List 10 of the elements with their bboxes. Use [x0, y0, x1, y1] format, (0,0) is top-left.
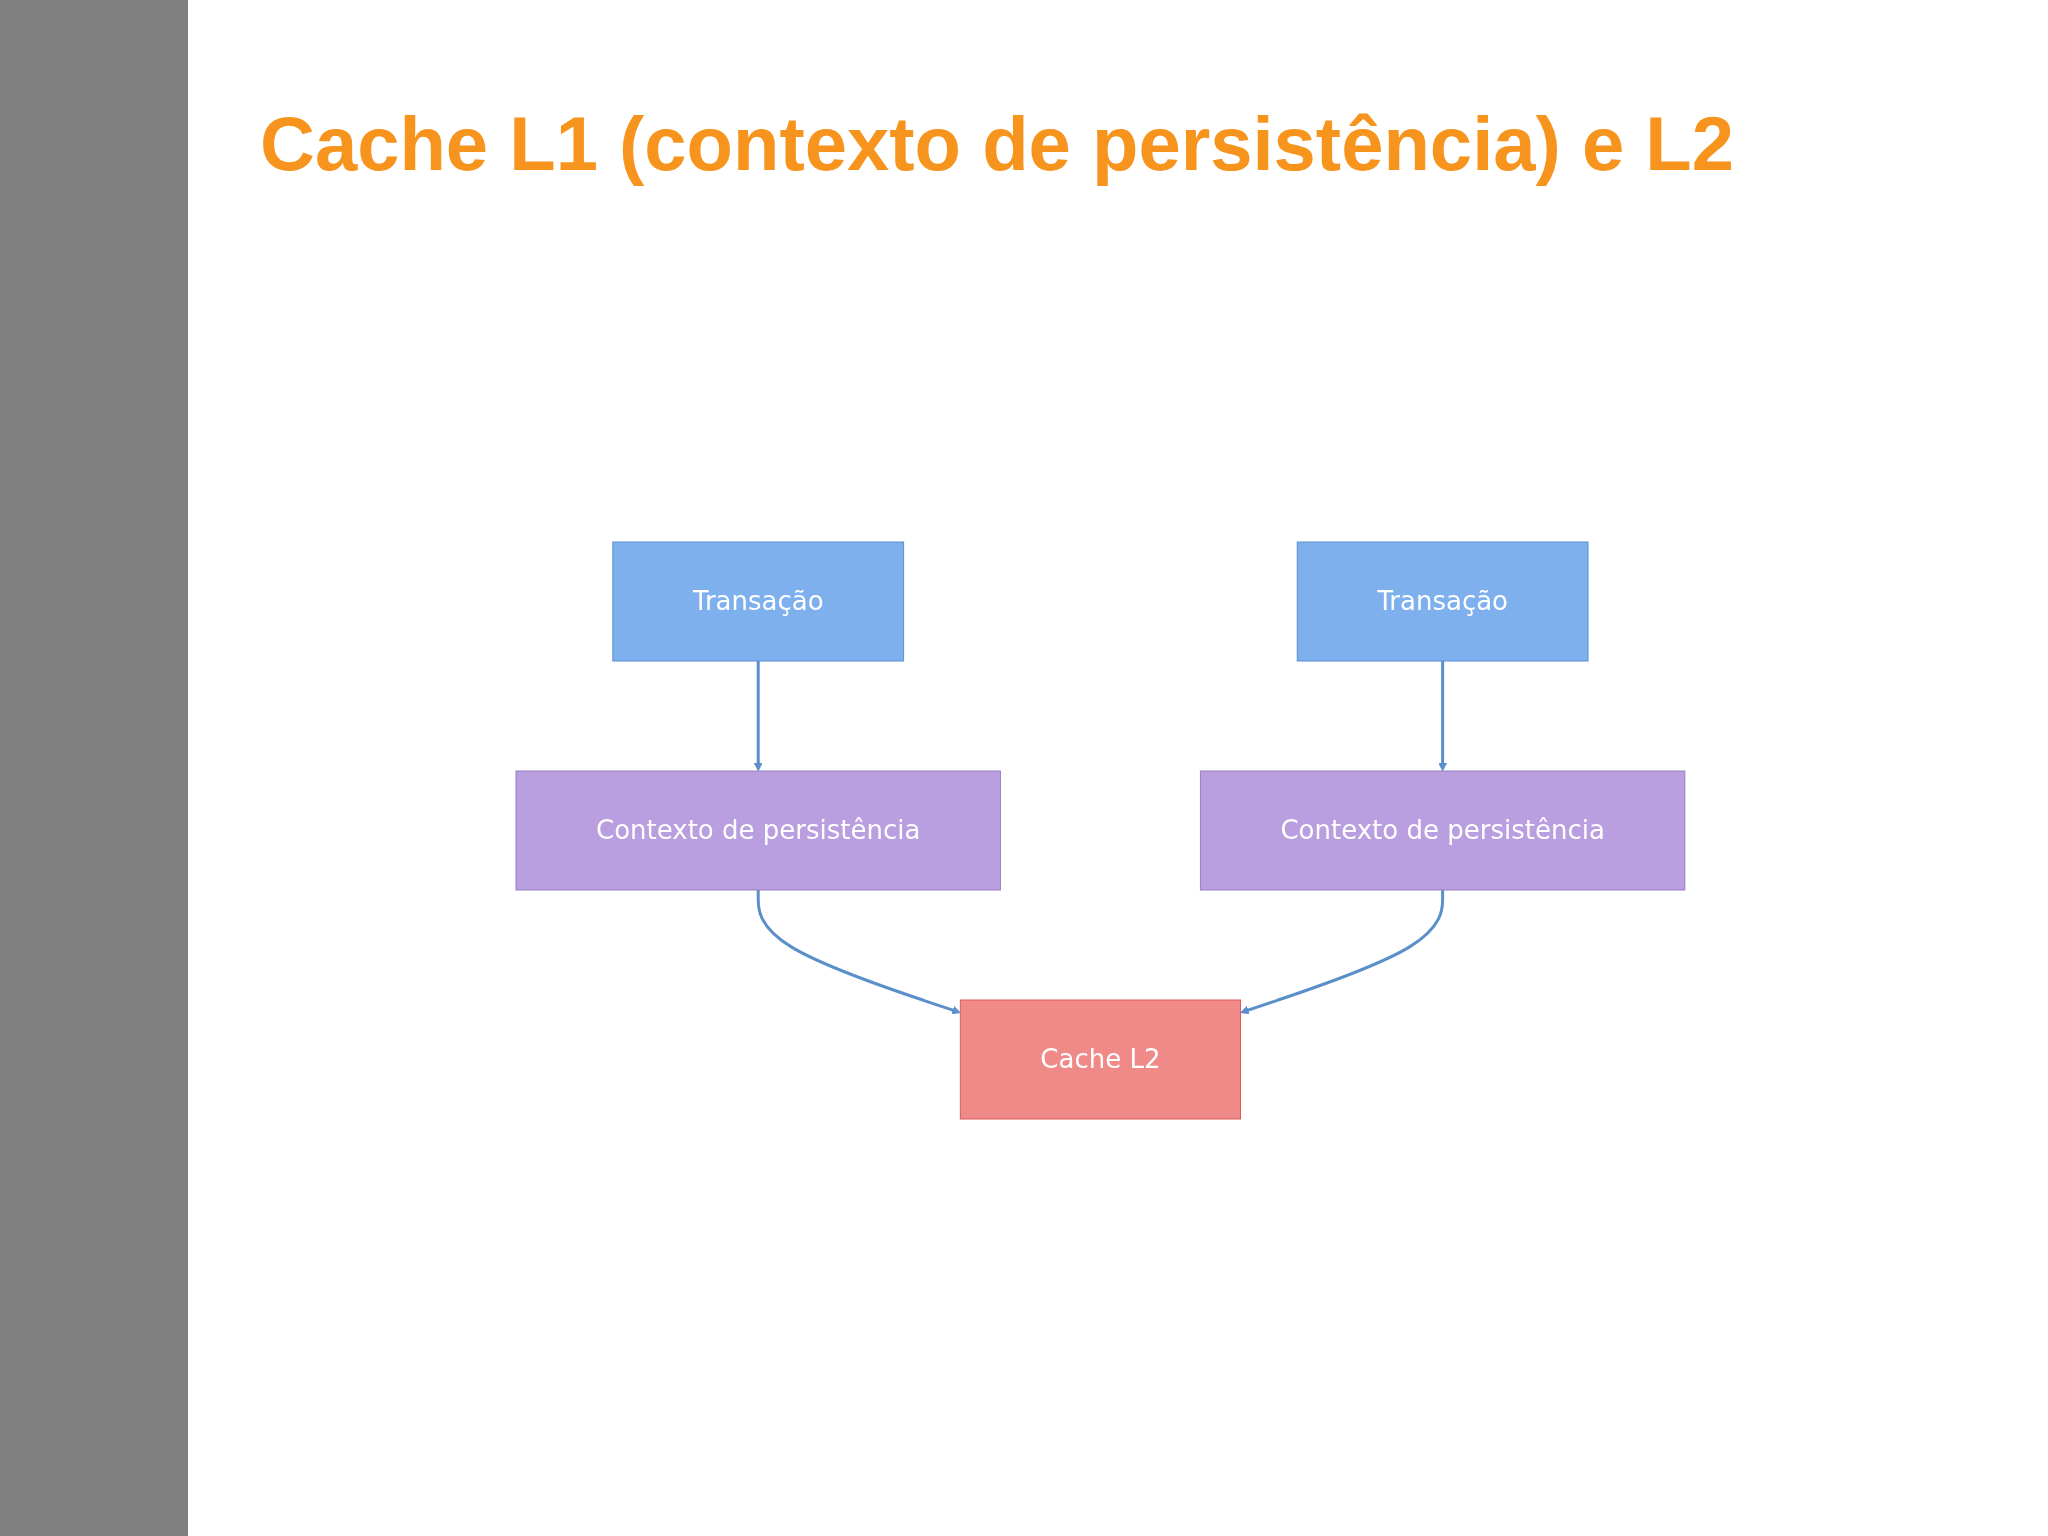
arrow	[1437, 660, 1447, 771]
title: Cache L1 (contexto de persistência) e L2	[260, 100, 1735, 187]
node-box: Contexto de persistência	[1199, 770, 1685, 890]
node-box: Transação	[1296, 541, 1589, 661]
arrow	[756, 889, 961, 1014]
node-box: Cache L2	[959, 999, 1241, 1119]
node-box: Contexto de persistência	[515, 770, 1001, 890]
node-box: Transação	[611, 541, 904, 661]
arrow	[1239, 889, 1444, 1014]
arrow	[753, 660, 763, 771]
